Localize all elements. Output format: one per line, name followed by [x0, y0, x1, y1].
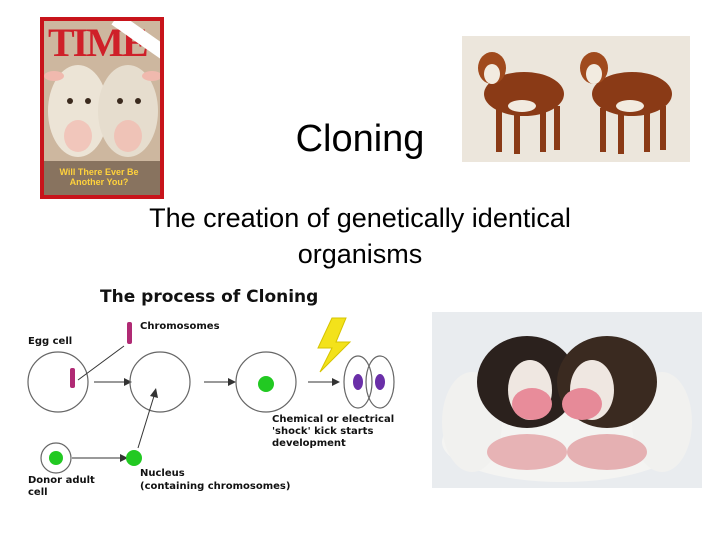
donor-nucleus-icon: [49, 451, 63, 465]
slide-title: Cloning: [295, 118, 425, 160]
nucleus-label: Nucleus: [140, 468, 185, 479]
divided-cell-left: [343, 355, 373, 409]
twin-calves-photo: [462, 36, 690, 162]
donor-cell-shape: [40, 442, 72, 474]
slide-subtitle: The creation of genetically identical or…: [149, 203, 571, 269]
cloning-process-diagram: [27, 317, 395, 474]
diagram-title: The process of Cloning: [100, 287, 319, 307]
lightning-bolt-icon: [317, 317, 352, 373]
time-magazine-cover: TIME Will There Ever Be Another You?: [40, 17, 164, 199]
nucleus-note-label: (containing chromosomes): [140, 481, 291, 492]
chromosomes-label: Chromosomes: [140, 321, 220, 332]
donor-cell-label: Donor adult cell: [28, 475, 95, 498]
egg-cell-label: Egg cell: [28, 336, 73, 347]
cloned-puppies-photo: [432, 312, 702, 488]
enucleated-egg-shape: [129, 351, 191, 413]
egg-chromosome-icon: [70, 368, 75, 388]
shock-label: Chemical or electrical 'shock' kick star…: [272, 414, 395, 449]
chromosomes-icon: [127, 322, 132, 344]
nucleus-in-egg-icon: [258, 376, 274, 392]
fused-egg-shape: [235, 351, 297, 413]
egg-cell-shape: [27, 351, 89, 413]
time-cover-photo: TIME Will There Ever Be Another You?: [44, 21, 160, 195]
cover-tagline: Will There Ever Be Another You?: [59, 167, 139, 187]
twin-sheep-illustration: [44, 21, 160, 195]
extracted-nucleus-icon: [126, 450, 142, 466]
divided-cell-right: [365, 355, 395, 409]
